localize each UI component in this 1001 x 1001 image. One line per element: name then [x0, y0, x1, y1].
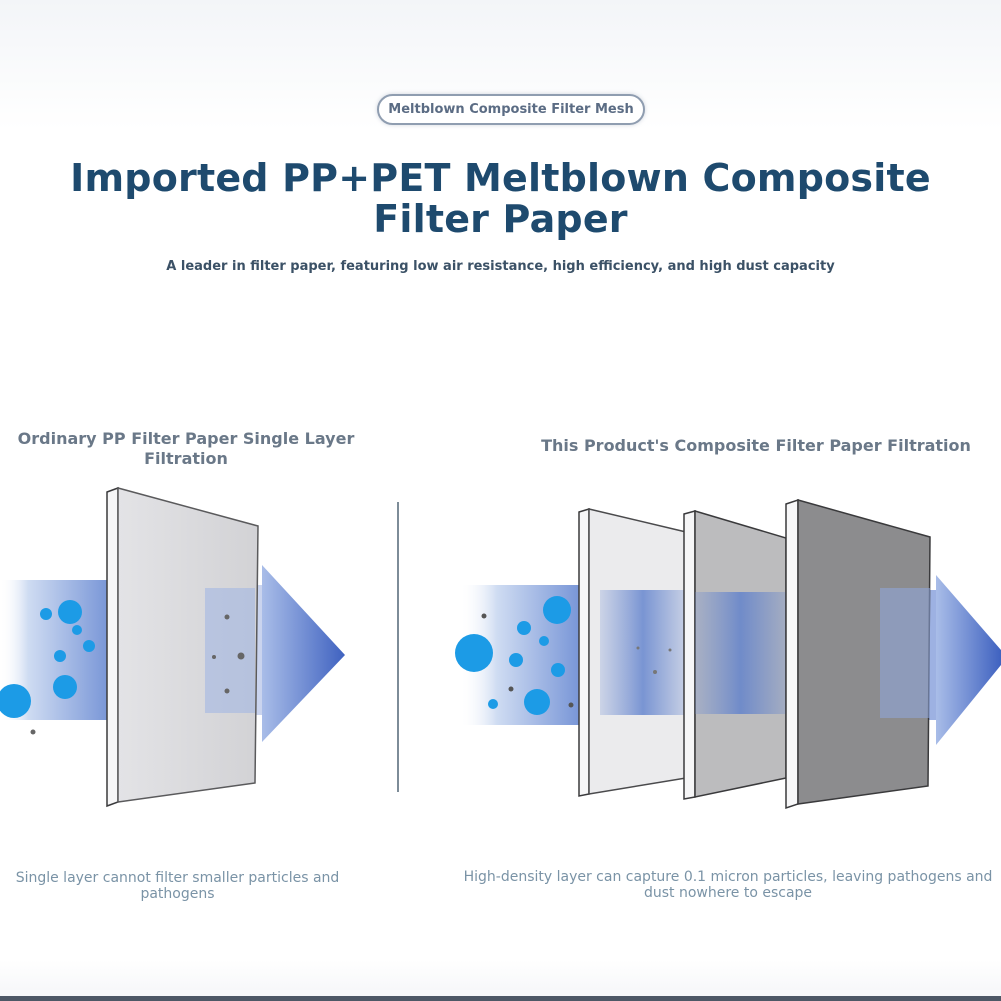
filter-layer-2: [683, 509, 787, 800]
left-panel-caption: Single layer cannot filter smaller parti…: [15, 870, 340, 902]
left-panel-title: Ordinary PP Filter Paper Single Layer Fi…: [17, 429, 355, 468]
bottom-edge-bar: [0, 996, 1001, 1001]
small-particles: [481, 613, 672, 708]
category-badge: Meltblown Composite Filter Mesh: [377, 94, 645, 125]
small-particles-passing: [30, 614, 245, 735]
right-panel-title: This Product's Composite Filter Paper Fi…: [541, 436, 971, 455]
filter-layer-3: [785, 498, 931, 810]
single-layer-diagram: [0, 486, 345, 808]
outgoing-airflow-arrow: [920, 575, 1001, 745]
filter-layer: [106, 486, 259, 808]
panel-divider: [397, 502, 399, 792]
large-particles: [0, 600, 95, 718]
right-panel-caption: High-density layer can capture 0.1 micro…: [463, 869, 993, 901]
composite-layer-diagram: [455, 498, 1001, 810]
page-title: Imported PP+PET Meltblown Composite Filt…: [70, 156, 931, 241]
page-subtitle: A leader in filter paper, featuring low …: [166, 259, 835, 274]
filter-layer-1: [578, 507, 687, 797]
large-particles: [455, 596, 571, 715]
